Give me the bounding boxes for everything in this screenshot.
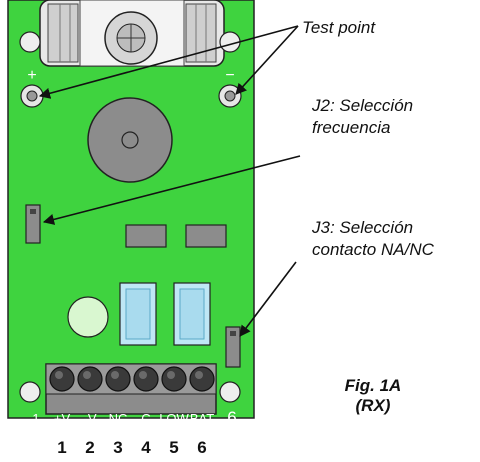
board-mark-left: 1 [32, 411, 39, 426]
leader-j2 [42, 155, 301, 225]
terminal-silk-label: LOW [159, 411, 189, 426]
terminal-silk-label: -V [84, 411, 97, 426]
test-point-minus [218, 84, 242, 108]
terminal-screw [77, 366, 103, 392]
j3-label-line1: J3: Selección [312, 218, 414, 237]
j3-jumper [225, 326, 241, 368]
mount-hole-bottom-right [219, 381, 241, 403]
leader-j3 [239, 261, 297, 337]
terminal-screw-highlight [55, 371, 63, 379]
terminal-silk-label: C [141, 411, 150, 426]
terminal-screw [161, 366, 187, 392]
relay-left [119, 282, 157, 346]
mount-hole-bottom-left [19, 381, 41, 403]
figure-title-line1: Fig. 1A [344, 376, 402, 395]
terminal-number: 3 [113, 438, 123, 457]
relay-right [173, 282, 211, 346]
smd-component-left [125, 224, 167, 248]
j2-label-line2: frecuencia [312, 118, 391, 137]
terminal-number: 5 [169, 438, 179, 457]
terminal-screw [105, 366, 131, 392]
top-cylinder-component [39, 0, 225, 67]
terminal-screw [133, 366, 159, 392]
terminal-number: 6 [197, 438, 207, 457]
terminal-silk-label: NC [109, 411, 128, 426]
terminal-screw-highlight [111, 371, 119, 379]
buzzer [87, 97, 173, 183]
terminal-silk-label: BAT [190, 411, 214, 426]
j3-label-line2: contacto NA/NC [312, 240, 434, 259]
mount-hole-top-left [19, 31, 41, 53]
board-mark-right: 6 [227, 408, 236, 427]
figure-title-line2: (RX) [355, 396, 391, 415]
terminal-number: 1 [57, 438, 67, 457]
j2-label-line1: J2: Selección [312, 96, 414, 115]
figure-title: Fig. 1A (RX) [318, 376, 428, 416]
led [67, 296, 109, 338]
terminal-number: 4 [141, 438, 151, 457]
terminal-number: 2 [85, 438, 95, 457]
leader-test-point-plus [38, 25, 299, 99]
test-point-label: Test point [302, 18, 376, 37]
pcb-board [7, 0, 255, 419]
j2-jumper [25, 204, 41, 244]
terminal-silk-label: +V [54, 411, 71, 426]
test-point-plus [20, 84, 44, 108]
terminal-screw [189, 366, 215, 392]
terminal-screw-highlight [195, 371, 203, 379]
terminal-screw-highlight [139, 371, 147, 379]
plus-mark: + [27, 67, 36, 84]
minus-mark: − [225, 67, 234, 84]
terminal-screw [49, 366, 75, 392]
terminal-block [45, 363, 217, 415]
terminal-screw-highlight [167, 371, 175, 379]
leader-test-point-minus [235, 25, 299, 95]
smd-component-right [185, 224, 227, 248]
terminal-screw-highlight [83, 371, 91, 379]
